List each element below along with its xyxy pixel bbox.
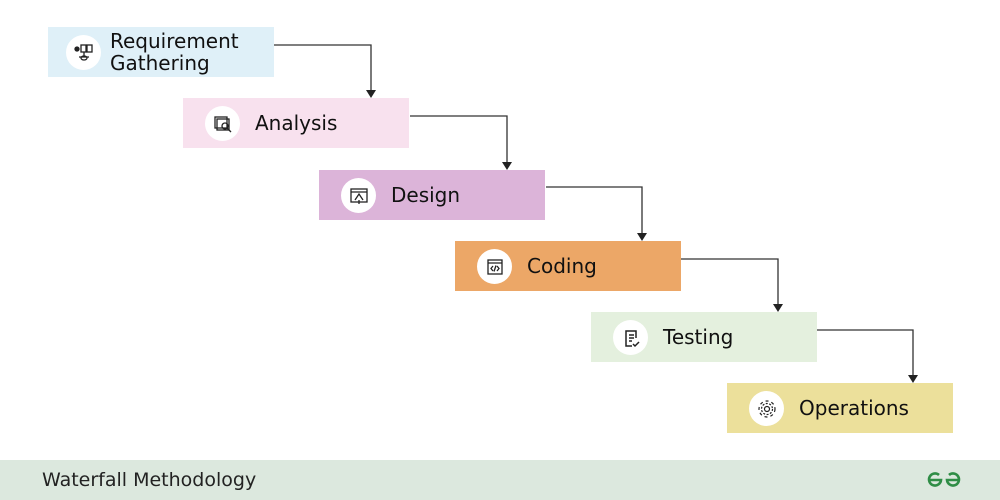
- stage-analysis: Analysis: [183, 98, 409, 148]
- flow-arrows: [274, 44, 918, 383]
- code-window-icon: [477, 249, 512, 284]
- stage-label: Design: [391, 183, 461, 207]
- stage-testing: Testing: [591, 312, 817, 362]
- stage-requirement-gathering: Requirement Gathering: [48, 27, 274, 77]
- gfg-logo-icon: [927, 472, 961, 487]
- stage-label: Requirement Gathering: [110, 29, 239, 75]
- stage-label: Testing: [663, 325, 734, 349]
- gear-icon: [749, 391, 784, 426]
- stage-label: Analysis: [255, 111, 338, 135]
- stage-design: Design: [319, 170, 545, 220]
- footer-bar: Waterfall Methodology: [0, 460, 1000, 500]
- arrow-4-5: [681, 258, 779, 306]
- stage-label: Operations: [799, 396, 909, 420]
- arrow-5-6: [817, 329, 914, 377]
- analysis-chart-icon: [205, 106, 240, 141]
- stage-label: Coding: [527, 254, 597, 278]
- arrow-2-3: [410, 115, 508, 164]
- stage-coding: Coding: [455, 241, 681, 291]
- stage-operations: Operations: [727, 383, 953, 433]
- requirements-icon: [66, 35, 101, 70]
- design-icon: [341, 178, 376, 213]
- arrow-1-2: [274, 44, 372, 92]
- arrow-3-4: [546, 186, 643, 235]
- checklist-icon: [613, 320, 648, 355]
- footer-title: Waterfall Methodology: [42, 469, 257, 491]
